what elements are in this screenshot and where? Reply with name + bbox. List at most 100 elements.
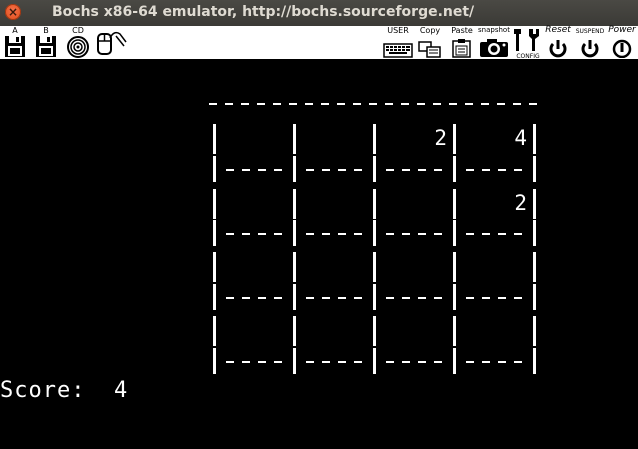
separator-dash (306, 361, 314, 363)
floppy-b-button[interactable]: B (35, 26, 57, 59)
tile-value: 2 (514, 191, 527, 215)
cell-border (453, 124, 456, 154)
cell-border (373, 156, 376, 182)
floppy-b-label: B (43, 26, 49, 35)
mouse-icon (97, 31, 127, 55)
separator-dash (354, 169, 362, 171)
window-title: Bochs x86-64 emulator, http://bochs.sour… (52, 4, 475, 20)
cell-border (373, 316, 376, 346)
power-icon (612, 39, 632, 58)
separator-dash (418, 297, 426, 299)
separator-dash (418, 361, 426, 363)
floppy-a-button[interactable]: A (4, 26, 26, 59)
border-dash (513, 103, 521, 105)
config-button[interactable]: CONFIG (513, 26, 543, 60)
separator-dash (386, 233, 394, 235)
border-dash (481, 103, 489, 105)
separator-dash (482, 233, 490, 235)
separator-dash (402, 233, 410, 235)
separator-dash (306, 297, 314, 299)
separator-dash (322, 297, 330, 299)
cell-border (373, 284, 376, 310)
separator-dash (514, 297, 522, 299)
border-dash (289, 103, 297, 105)
cell-border (213, 284, 216, 310)
separator-dash (258, 361, 266, 363)
separator-dash (258, 297, 266, 299)
separator-dash (354, 297, 362, 299)
cell-border (533, 124, 536, 154)
copy-label: Copy (419, 26, 441, 35)
copy-button[interactable]: Copy (418, 26, 442, 59)
reset-button[interactable]: Reset (543, 26, 573, 59)
separator-dash (354, 361, 362, 363)
cell-border (373, 252, 376, 282)
cell-border (533, 220, 536, 246)
cell-border (293, 252, 296, 282)
separator-dash (418, 233, 426, 235)
separator-dash (338, 233, 346, 235)
cdrom-label: CD (72, 26, 84, 35)
separator-dash (386, 361, 394, 363)
cell-border (533, 156, 536, 182)
paste-button[interactable]: Paste (450, 26, 474, 59)
cell-border (453, 284, 456, 310)
border-dash (273, 103, 281, 105)
border-dash (321, 103, 329, 105)
suspend-button[interactable]: SUSPEND (573, 26, 607, 59)
cell-border (453, 189, 456, 219)
config-icon (514, 29, 539, 51)
floppy-a-icon (5, 36, 25, 57)
separator-dash (242, 297, 250, 299)
border-dash (449, 103, 457, 105)
paste-label: Paste (451, 26, 473, 35)
cell-border (373, 189, 376, 219)
separator-dash (466, 297, 474, 299)
separator-dash (242, 361, 250, 363)
cell-border (453, 252, 456, 282)
separator-dash (434, 233, 442, 235)
separator-dash (482, 297, 490, 299)
user-button[interactable]: USER (383, 26, 413, 59)
reset-label: Reset (545, 25, 571, 35)
cell-border (293, 348, 296, 374)
border-dash (369, 103, 377, 105)
separator-dash (258, 169, 266, 171)
score-display: Score: 4 (0, 380, 128, 402)
cell-border (213, 252, 216, 282)
power-button[interactable]: Power (606, 26, 638, 59)
cell-border (293, 316, 296, 346)
title-bar[interactable]: × Bochs x86-64 emulator, http://bochs.so… (0, 0, 638, 26)
separator-dash (514, 169, 522, 171)
cell-border (533, 189, 536, 219)
separator-dash (402, 297, 410, 299)
separator-dash (226, 169, 234, 171)
cell-border (213, 124, 216, 154)
suspend-icon (581, 40, 599, 58)
cell-border (453, 316, 456, 346)
border-dash (225, 103, 233, 105)
separator-dash (386, 297, 394, 299)
cell-border (293, 284, 296, 310)
border-dash (209, 103, 217, 105)
separator-dash (498, 361, 506, 363)
separator-dash (274, 297, 282, 299)
border-dash (257, 103, 265, 105)
separator-dash (498, 297, 506, 299)
separator-dash (386, 169, 394, 171)
cell-border (293, 220, 296, 246)
separator-dash (402, 169, 410, 171)
separator-dash (402, 361, 410, 363)
score-value: 4 (113, 378, 129, 403)
snapshot-button[interactable]: snapshot (477, 26, 511, 59)
separator-dash (274, 233, 282, 235)
cell-border (293, 124, 296, 154)
toolbar: A B CD (0, 26, 638, 60)
border-dash (305, 103, 313, 105)
close-icon[interactable]: × (5, 4, 21, 20)
mouse-button[interactable] (96, 26, 128, 59)
tile-value: 4 (514, 126, 527, 150)
cdrom-button[interactable]: CD (66, 26, 90, 59)
